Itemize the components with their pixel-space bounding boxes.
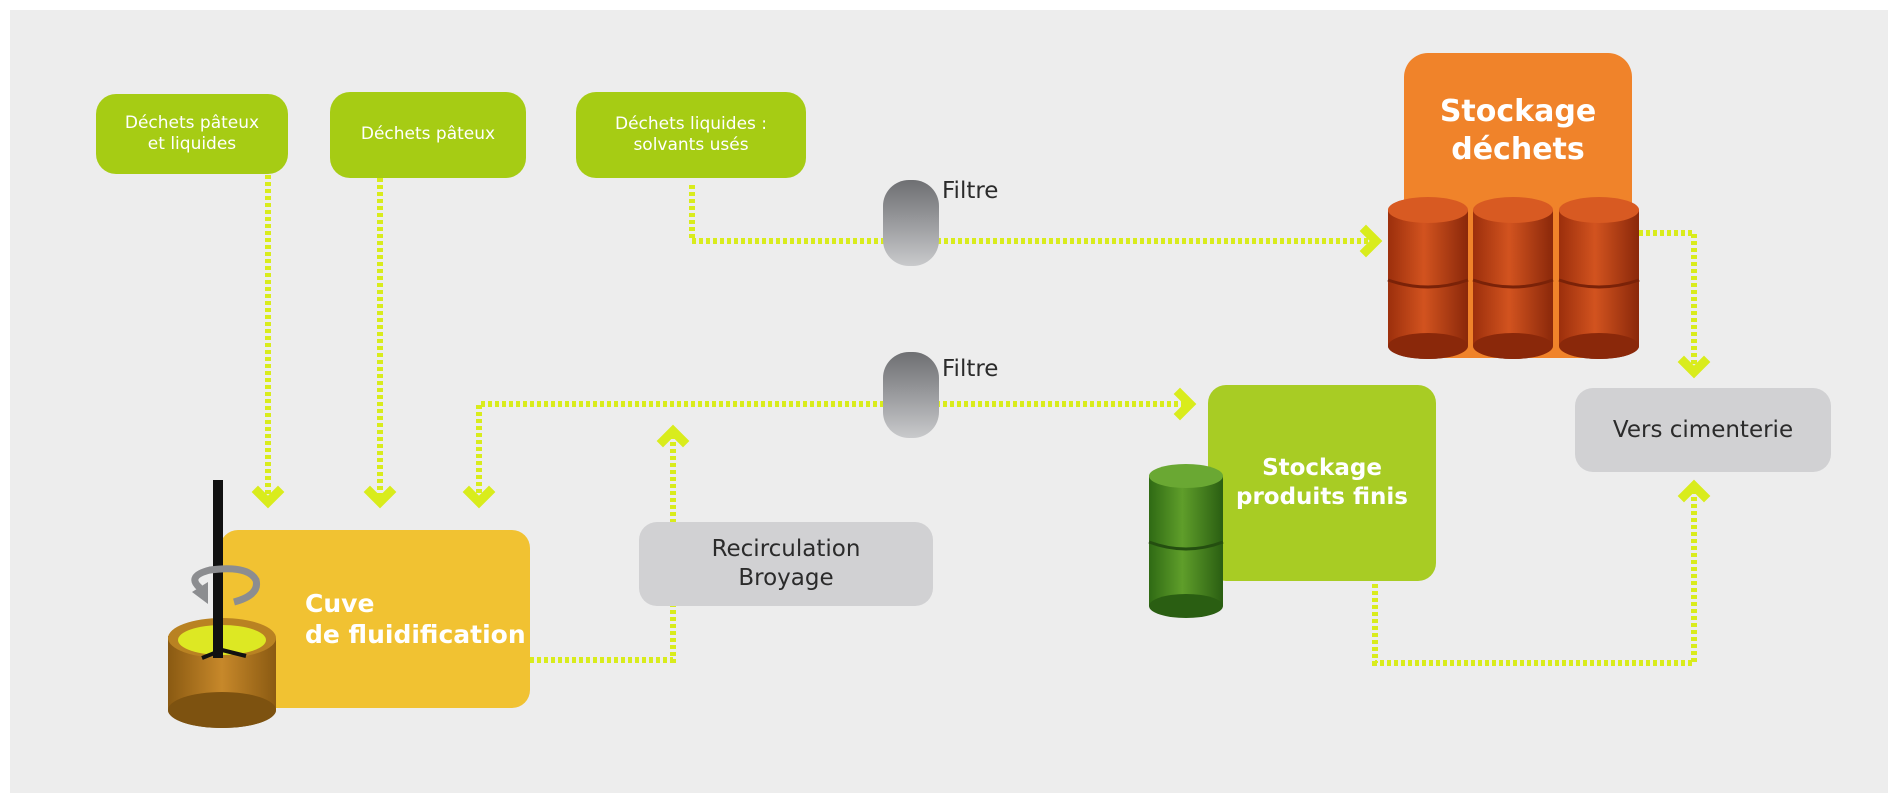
rotation-arrow-icon xyxy=(192,582,208,604)
source-label-3: Déchets liquides : solvants usés xyxy=(614,113,768,155)
tank-label: Cuve de fluidification xyxy=(305,588,526,649)
finished-storage-box: Stockage produits finis xyxy=(1208,385,1436,581)
filter-icon xyxy=(883,180,939,266)
flow-arrow-icon xyxy=(1359,224,1383,258)
flow-arrow-icon xyxy=(1677,479,1711,503)
finished-storage-label: Stockage produits finis xyxy=(1235,455,1409,510)
filter-label-top: Filtre xyxy=(942,178,999,204)
flow-waste-to-cement xyxy=(1625,230,1697,370)
filter-icon xyxy=(883,352,939,438)
barrel-icon xyxy=(1148,464,1224,618)
diagram-panel: Déchets pâteux et liquides Déchets pâteu… xyxy=(10,10,1888,793)
barrel-icon xyxy=(1387,197,1469,359)
source-box-2: Déchets pâteux xyxy=(330,92,526,178)
mixer-overlay xyxy=(168,480,276,728)
source-box-3: Déchets liquides : solvants usés xyxy=(576,92,806,178)
source-label-2: Déchets pâteux xyxy=(360,124,496,145)
flow-source3-to-waste xyxy=(689,185,1374,244)
barrel-icon xyxy=(1472,197,1554,359)
destination-box: Vers cimenterie xyxy=(1575,388,1831,472)
flow-recirc-loop xyxy=(530,431,676,663)
flow-arrow-icon xyxy=(462,485,496,509)
flow-finished-to-cement xyxy=(1372,488,1697,666)
mixer-tank-icon xyxy=(168,480,276,728)
flow-recirc-to-finished xyxy=(476,401,1188,500)
flow-arrow-icon xyxy=(1173,387,1197,421)
filter-label-bottom: Filtre xyxy=(942,356,999,382)
rotation-arrow-icon xyxy=(191,565,261,606)
recirculation-box: Recirculation Broyage xyxy=(639,522,933,606)
source-box-1: Déchets pâteux et liquides xyxy=(96,94,288,174)
finished-barrel xyxy=(1148,464,1224,618)
barrel-icon xyxy=(1558,197,1640,359)
flow-arrow-icon xyxy=(1677,355,1711,379)
flow-arrow-icon xyxy=(251,485,285,509)
source-label-1: Déchets pâteux et liquides xyxy=(124,112,260,154)
destination-label: Vers cimenterie xyxy=(1612,416,1794,443)
waste-barrels xyxy=(1387,197,1640,359)
recirculation-label: Recirculation Broyage xyxy=(711,536,861,591)
flow-arrow-icon xyxy=(363,485,397,509)
flow-arrow-icon xyxy=(656,424,690,448)
waste-storage-label: Stockage déchets xyxy=(1439,94,1597,167)
